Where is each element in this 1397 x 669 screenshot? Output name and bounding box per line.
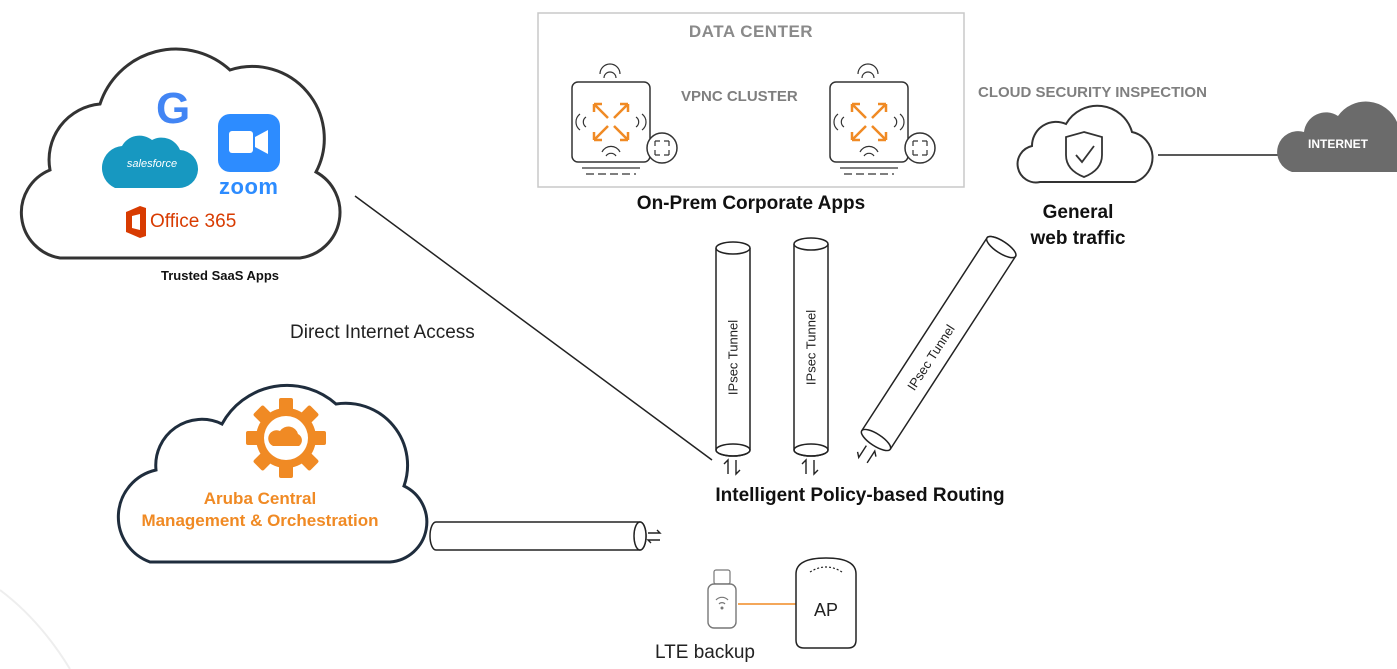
direct-internet-line — [354, 195, 713, 461]
lte-modem-icon — [707, 569, 737, 629]
direct-internet-access-label: Direct Internet Access — [290, 322, 475, 343]
aruba-central-label: Aruba Central Management & Orchestration — [90, 488, 430, 532]
policy-routing-label: Intelligent Policy-based Routing — [715, 485, 1005, 506]
ipsec-tunnel-2 — [793, 237, 829, 476]
ipsec-tunnel-3 — [856, 235, 1017, 464]
aruba-line-1: Aruba Central — [203, 489, 317, 508]
salesforce-logo-icon — [101, 135, 199, 189]
office-logo-icon — [126, 206, 146, 238]
data-center-title: DATA CENTER — [688, 22, 814, 41]
zoom-logo-text: zoom — [219, 174, 279, 199]
zoom-logo-icon — [218, 114, 280, 172]
shield-icon — [1065, 131, 1103, 178]
cloud-security-title: CLOUD SECURITY INSPECTION — [978, 84, 1207, 101]
web-traffic-line-2: web traffic — [1030, 228, 1126, 249]
internet-label: INTERNET — [1308, 137, 1368, 151]
general-web-traffic-label: General web traffic — [1008, 200, 1148, 252]
checkmark-icon — [1075, 145, 1095, 164]
ipsec-tunnel-1 — [715, 241, 751, 476]
vpnc-device-1-icon — [571, 63, 678, 175]
internet-cloud-icon — [1277, 101, 1397, 172]
web-traffic-line-1: General — [1042, 202, 1114, 223]
ipsec-tunnel-1-label: IPsec Tunnel — [725, 319, 741, 396]
cloud-security-icon — [1016, 104, 1154, 184]
vpnc-cluster-label: VPNC CLUSTER — [681, 88, 798, 105]
google-logo-text: G — [156, 84, 191, 133]
vpnc-device-2-icon — [829, 63, 936, 175]
salesforce-logo-text: salesforce — [126, 158, 178, 170]
lte-backup-label: LTE backup — [655, 642, 755, 663]
aruba-gear-icon — [246, 398, 326, 478]
on-prem-apps-label: On-Prem Corporate Apps — [636, 193, 866, 214]
aruba-cloud-icon — [116, 383, 429, 564]
aruba-tunnel — [429, 521, 662, 551]
background-arc — [0, 589, 71, 669]
trusted-saas-label: Trusted SaaS Apps — [161, 268, 279, 283]
office-365-logo-text: Office 365 — [150, 211, 237, 232]
ap-device-icon — [795, 557, 857, 649]
ap-label: AP — [813, 600, 838, 620]
ipsec-tunnel-2-label: IPsec Tunnel — [803, 309, 819, 386]
aruba-line-2: Management & Orchestration — [141, 511, 379, 530]
